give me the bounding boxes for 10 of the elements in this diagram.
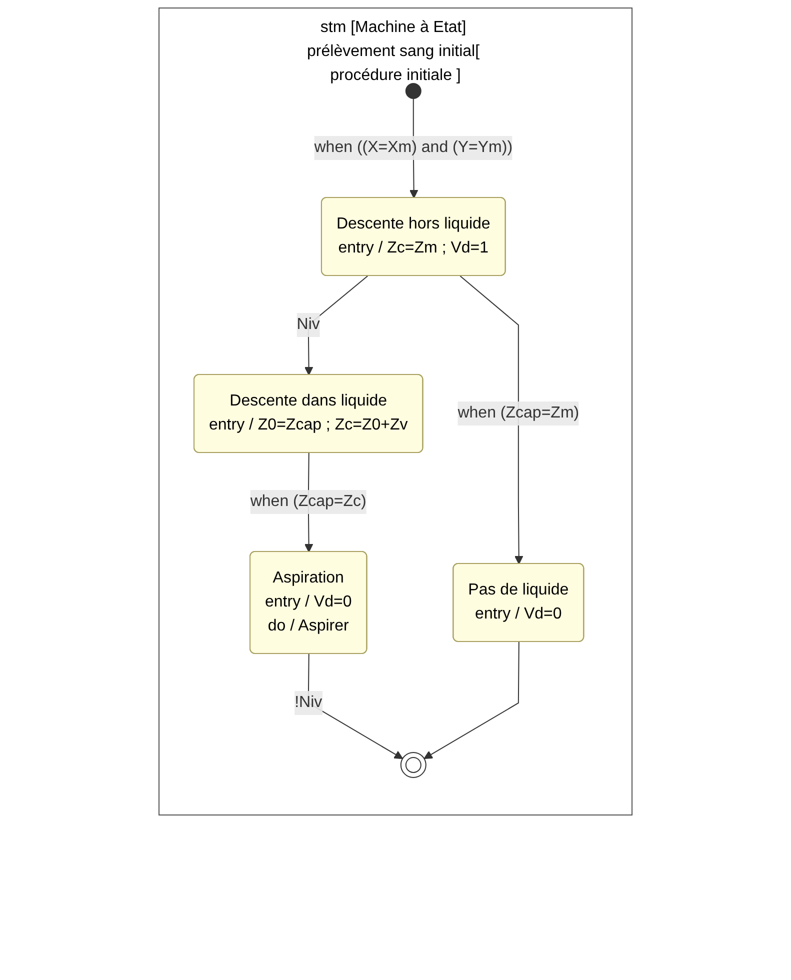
- node-circle: [405, 83, 422, 99]
- arrow: [460, 276, 524, 564]
- arrow: [304, 276, 368, 376]
- edge-label: when (Zcap=Zc): [250, 492, 366, 510]
- edge-label: when (Zcap=Zm): [458, 404, 580, 422]
- edge-label: when ((X=Xm) and (Y=Ym)): [314, 138, 513, 156]
- arrow: [424, 642, 520, 760]
- node-circle: [400, 752, 426, 778]
- edge-label: Niv: [296, 316, 320, 333]
- edge-label: !Niv: [294, 694, 322, 711]
